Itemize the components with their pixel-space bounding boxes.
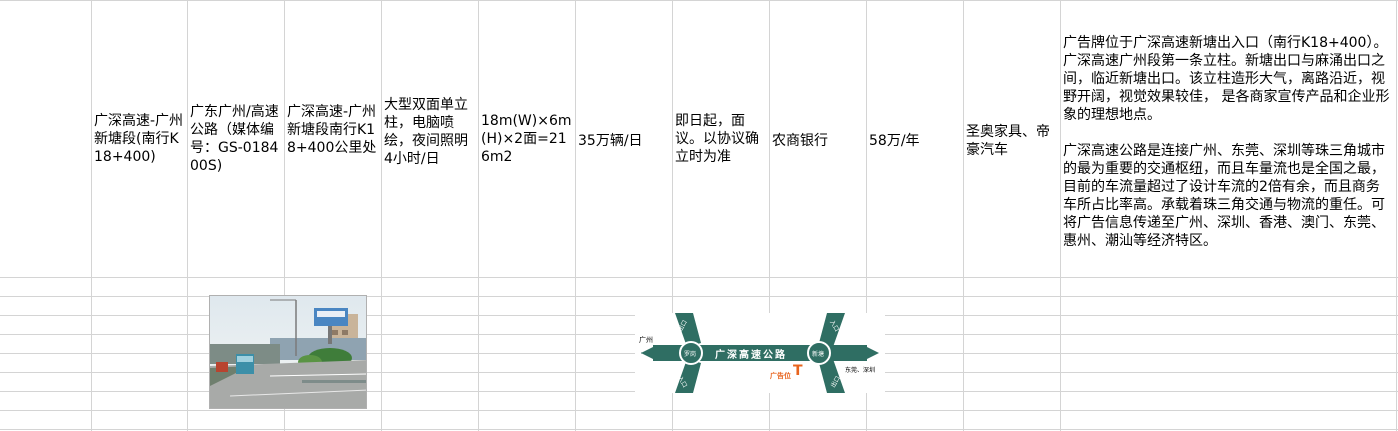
grid-line bbox=[284, 0, 285, 431]
map-exit-label-right: 出口 bbox=[829, 375, 842, 389]
cell-traffic[interactable]: 35万辆/日 bbox=[578, 133, 643, 149]
grid-line bbox=[575, 0, 576, 431]
map-road-label: 广深高速公路 bbox=[715, 350, 787, 361]
grid-line bbox=[1060, 0, 1061, 431]
map-entry-label-right: 入口 bbox=[828, 319, 841, 333]
grid-line bbox=[0, 0, 1398, 1]
cell-description[interactable]: 广告牌位于广深高速新塘出入口（南行K18+400）。广深高速广州段第一条立柱。新… bbox=[1063, 16, 1393, 268]
grid-line bbox=[0, 410, 1398, 411]
map-left-city: 广州 bbox=[639, 336, 653, 344]
cell-address[interactable]: 广深高速-广州新塘段南行K18+400公里处 bbox=[287, 104, 377, 156]
map-exit-label-left: 出口 bbox=[676, 319, 689, 333]
cell-current-client[interactable]: 农商银行 bbox=[772, 133, 828, 149]
cell-media-type[interactable]: 广东广州/高速公路（媒体编号：GS-018400S) bbox=[190, 104, 279, 174]
cell-location[interactable]: 广深高速-广州新塘段(南行K18+400) bbox=[94, 113, 184, 165]
map-entry-label-left: 入口 bbox=[676, 375, 689, 389]
grid-line bbox=[91, 0, 92, 431]
cell-size[interactable]: 18m(W)×6m(H)×2面=216m2 bbox=[481, 113, 572, 165]
grid-line bbox=[963, 0, 964, 431]
route-map[interactable]: 广深高速公路 广州 东莞、深圳 罗岗 新塘 出口 入口 入口 出口 广告位 T bbox=[635, 313, 885, 393]
grid-line bbox=[0, 429, 1398, 430]
map-node-left: 罗岗 bbox=[684, 351, 697, 358]
billboard-photo-image bbox=[210, 296, 366, 408]
route-map-diagram bbox=[635, 313, 885, 393]
grid-line bbox=[0, 296, 1398, 297]
grid-line bbox=[381, 0, 382, 431]
map-ad-marker-icon: T bbox=[793, 363, 803, 379]
cell-price[interactable]: 58万/年 bbox=[869, 133, 920, 149]
cell-spec[interactable]: 大型双面单立柱，电脑喷绘，夜间照明4小时/日 bbox=[384, 97, 468, 167]
description-paragraph-1: 广告牌位于广深高速新塘出入口（南行K18+400）。广深高速广州段第一条立柱。新… bbox=[1063, 35, 1390, 123]
grid-line bbox=[769, 0, 770, 431]
map-right-cities: 东莞、深圳 bbox=[845, 367, 876, 374]
description-paragraph-2: 广深高速公路是连接广州、东莞、深圳等珠三角城市的最为重要的交通枢纽，而且车量流也… bbox=[1063, 143, 1385, 249]
grid-line bbox=[866, 0, 867, 431]
cell-period[interactable]: 即日起，面议。以协议确立时为准 bbox=[675, 113, 759, 165]
grid-line bbox=[672, 0, 673, 431]
map-node-right: 新塘 bbox=[812, 351, 825, 358]
grid-line bbox=[187, 0, 188, 431]
cell-past-clients[interactable]: 圣奥家具、帝豪汽车 bbox=[966, 124, 1050, 158]
grid-line bbox=[1396, 0, 1397, 431]
grid-line bbox=[0, 277, 1398, 278]
map-ad-label: 广告位 bbox=[770, 372, 791, 380]
billboard-photo[interactable] bbox=[209, 295, 367, 409]
grid-line bbox=[478, 0, 479, 431]
